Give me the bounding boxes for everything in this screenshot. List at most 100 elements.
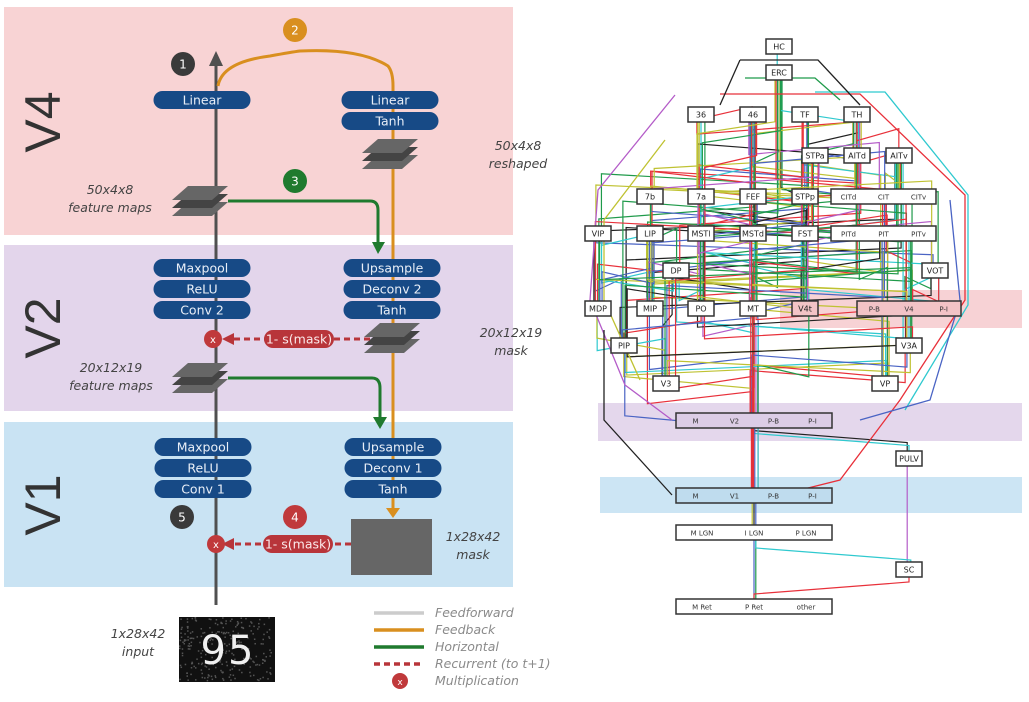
noise-pixel — [247, 648, 250, 650]
noise-pixel — [218, 631, 220, 633]
layer-label: Maxpool — [176, 261, 229, 276]
noise-pixel — [240, 641, 242, 644]
step-marker-4 — [283, 505, 307, 529]
connection-line — [674, 270, 755, 496]
v4-feature-maps-caption: feature maps — [68, 200, 152, 215]
noise-pixel — [200, 635, 203, 638]
input-image: 95 — [179, 617, 275, 682]
noise-pixel — [252, 660, 254, 663]
layer-pill — [343, 280, 441, 298]
connection-line — [626, 344, 913, 358]
noise-pixel — [201, 672, 203, 675]
noise-pixel — [242, 635, 244, 638]
v2-band-label: V2 — [15, 297, 71, 358]
v4-reshaped-stack — [362, 139, 418, 169]
noise-pixel — [216, 649, 219, 651]
area-label: 46 — [748, 111, 758, 120]
noise-pixel — [187, 639, 189, 641]
area-label: DP — [671, 267, 682, 276]
noise-pixel — [221, 651, 224, 654]
connection-line — [624, 233, 807, 346]
noise-pixel — [264, 659, 266, 662]
area-label: 36 — [696, 111, 706, 120]
area-box-pulv — [895, 450, 923, 467]
noise-pixel — [194, 619, 197, 621]
area-box-v3a — [895, 337, 923, 354]
area-box-v1 — [675, 487, 833, 504]
connections — [589, 46, 969, 607]
noise-pixel — [263, 652, 265, 655]
noise-pixel — [214, 676, 217, 679]
noise-pixel — [195, 620, 198, 622]
connection-line — [603, 330, 673, 496]
noise-pixel — [184, 633, 186, 635]
layer-pill — [341, 91, 439, 109]
noise-pixel — [268, 636, 270, 638]
noise-pixel — [258, 664, 261, 666]
layer-pill — [153, 91, 251, 109]
input-digits: 95 — [201, 628, 256, 674]
noise-pixel — [253, 625, 255, 628]
noise-pixel — [214, 622, 217, 625]
noise-pixel — [203, 631, 206, 634]
connection-line — [912, 270, 940, 309]
step-marker-3 — [283, 169, 307, 193]
mask-op-v2-label: 1- s(mask) — [266, 332, 332, 347]
area-box-tf — [791, 106, 819, 123]
noise-pixel — [236, 624, 238, 627]
noise-pixel — [204, 639, 207, 641]
area-label: other — [797, 604, 816, 612]
connection-line — [703, 308, 914, 346]
v2-mask-stack — [364, 323, 420, 353]
legend-label: Recurrent (to t+1) — [435, 656, 551, 671]
noise-pixel — [231, 652, 233, 655]
noise-pixel — [224, 632, 227, 635]
area-label: P Ret — [745, 604, 763, 612]
noise-pixel — [260, 643, 263, 645]
area-box-mt — [739, 300, 767, 317]
connection-line — [600, 233, 655, 309]
area-label: HC — [773, 43, 785, 52]
noise-pixel — [190, 666, 193, 669]
layer-pill — [154, 438, 252, 456]
noise-pixel — [189, 637, 192, 640]
noise-pixel — [215, 666, 217, 669]
layer-label: Deconv 2 — [362, 282, 421, 297]
horizontal-arrowhead-icon — [372, 242, 385, 254]
noise-pixel — [216, 634, 218, 637]
noise-pixel — [246, 657, 248, 659]
noise-pixel — [222, 617, 224, 619]
area-box-mstl — [687, 225, 715, 242]
noise-pixel — [240, 621, 243, 624]
v2-mask-size: 20x12x19 — [480, 325, 543, 340]
area-box-7a — [687, 188, 715, 205]
multiplication-node-v2 — [204, 330, 222, 348]
noise-pixel — [243, 657, 245, 660]
layer-pill — [344, 438, 442, 456]
noise-pixel — [208, 618, 211, 620]
area-box-aitv — [885, 147, 913, 164]
noise-pixel — [191, 661, 193, 664]
noise-pixel — [229, 634, 231, 637]
noise-pixel — [236, 644, 239, 646]
noise-pixel — [245, 660, 247, 663]
noise-pixel — [222, 677, 224, 680]
area-label: I LGN — [745, 530, 764, 538]
noise-pixel — [228, 650, 231, 652]
noise-pixel — [183, 639, 186, 641]
area-box-cit — [830, 188, 937, 205]
noise-pixel — [190, 641, 193, 644]
noise-pixel — [262, 638, 265, 641]
noise-pixel — [181, 626, 183, 629]
noise-pixel — [257, 628, 259, 630]
noise-pixel — [253, 661, 255, 664]
noise-pixel — [259, 618, 261, 621]
noise-pixel — [217, 631, 219, 633]
multiplication-icon: x — [213, 540, 219, 551]
area-box-pit — [830, 225, 937, 242]
